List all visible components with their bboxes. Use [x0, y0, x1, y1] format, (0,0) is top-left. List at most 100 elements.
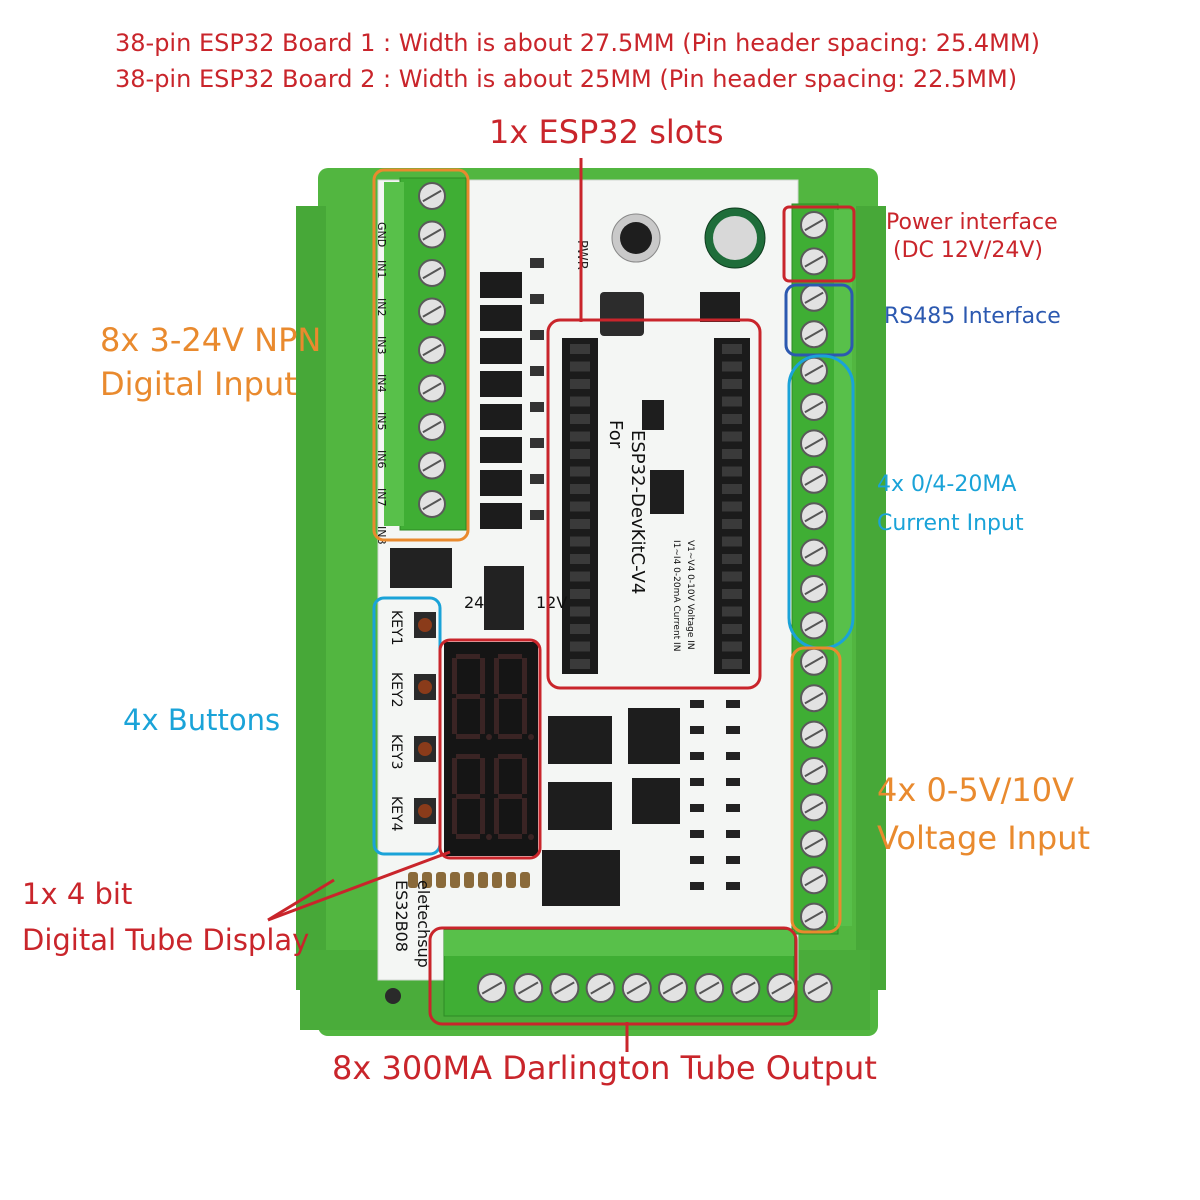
output-screw-terminal: [549, 973, 580, 1003]
output-label: 8x 300MA Darlington Tube Output: [332, 1049, 877, 1087]
right-screw-terminal: [800, 247, 828, 276]
input-screw-terminal: [418, 451, 446, 480]
esp32-socket: For ESP32-DevKitC-V4 I1~I4 0-20mA Curren…: [562, 338, 750, 674]
right-screw-terminal: [800, 538, 828, 567]
output-screw-terminal: [621, 973, 652, 1003]
input-pin-label: IN5: [375, 412, 388, 430]
esp32-slot-label: 1x ESP32 slots: [489, 113, 724, 151]
input-screw-terminal: [418, 182, 446, 210]
current-label-2: Current Input: [877, 511, 1024, 536]
display-label-1: 1x 4 bit: [22, 877, 133, 911]
input-pin-label: IN2: [375, 298, 388, 316]
right-screw-terminal: [800, 647, 828, 676]
right-screw-terminal: [800, 502, 828, 531]
display-leader-1: [267, 878, 335, 922]
digital-input-label-1: 8x 3-24V NPN: [100, 321, 322, 359]
display-label-2: Digital Tube Display: [22, 923, 310, 957]
buttons-label: 4x Buttons: [123, 703, 281, 737]
right-screw-terminal: [800, 902, 828, 931]
display-highlight-box: [438, 638, 542, 860]
current-label-1: 4x 0/4-20MA: [877, 472, 1017, 497]
input-pin-label: IN4: [375, 374, 388, 392]
model-label: ES32B08: [392, 880, 411, 952]
right-screw-terminal: [800, 393, 828, 421]
input-screw-terminal: [418, 220, 446, 249]
input-terminal-block: [384, 177, 467, 531]
input-screw-terminal: [418, 374, 446, 403]
input-screw-terminal: [418, 413, 446, 441]
optocoupler: [480, 338, 522, 364]
output-terminal-block: [443, 929, 833, 1017]
rs485-label: RS485 Interface: [884, 304, 1061, 329]
seven-segment-digit: [452, 754, 492, 840]
input-pin-label: IN7: [375, 488, 388, 506]
module-label-2: ESP32-DevKitC-V4: [627, 430, 648, 594]
right-screw-terminal: [800, 866, 828, 895]
right-screw-terminal: [800, 829, 828, 858]
module-note-1: I1~I4 0-20mA Current IN: [671, 540, 681, 651]
input-pin-label: IN6: [375, 450, 388, 468]
right-screw-terminal: [800, 320, 828, 349]
power-label-1: Power interface: [886, 210, 1058, 235]
key-label: KEY4: [388, 796, 404, 832]
optocouplers: [480, 258, 544, 529]
input-pin-label: IN1: [375, 260, 388, 278]
optocoupler: [480, 305, 522, 331]
output-screw-terminal: [766, 973, 797, 1003]
optocoupler: [480, 503, 522, 529]
input-screw-terminal: [418, 490, 446, 518]
header-line-2: 38-pin ESP32 Board 2 : Width is about 25…: [115, 65, 1018, 93]
output-screw-terminal: [658, 973, 688, 1003]
module-label-1: For: [605, 420, 626, 449]
input-pin-label: IN3: [375, 336, 388, 354]
right-screw-terminal: [800, 793, 828, 822]
seven-segment-digit: [494, 754, 534, 840]
right-screw-terminal: [800, 684, 828, 713]
input-screw-terminal: [418, 297, 446, 326]
right-screw-terminal: [800, 211, 828, 239]
jumper-12v-label: 12V: [536, 593, 567, 612]
display-leader-2: [267, 850, 451, 922]
voltage-label-2: Voltage Input: [877, 819, 1091, 857]
digital-input-label-2: Digital Input: [100, 365, 297, 403]
output-screw-terminal: [730, 973, 761, 1003]
output-screw-terminal: [802, 973, 833, 1003]
optocoupler: [480, 437, 522, 463]
optocoupler: [480, 470, 522, 496]
right-screw-terminal: [800, 356, 828, 385]
output-screw-terminal: [477, 973, 507, 1003]
input-screw-terminal: [418, 336, 446, 364]
voltage-highlight-box: [790, 646, 842, 934]
power-highlight-box: [782, 205, 856, 283]
smd-components: [408, 700, 740, 890]
key-label: KEY2: [388, 672, 404, 708]
output-screw-terminal: [585, 973, 616, 1003]
seven-segment-digit: [494, 654, 534, 740]
key-label: KEY3: [388, 734, 404, 770]
output-highlight-box: [428, 926, 798, 1026]
right-screw-terminal: [800, 465, 828, 494]
esp32-highlight-box: [546, 318, 762, 690]
brand-label: eletechsup: [414, 880, 433, 968]
right-screw-terminal: [800, 757, 828, 785]
right-screw-terminal: [800, 429, 828, 458]
right-screw-terminal: [800, 575, 828, 603]
power-label-2: (DC 12V/24V): [893, 238, 1043, 263]
right-terminal-block: [791, 203, 852, 935]
optocoupler: [480, 404, 522, 430]
right-screw-terminal: [800, 611, 828, 640]
optocoupler: [480, 371, 522, 397]
seven-segment-digit: [452, 654, 492, 740]
key-label: KEY1: [388, 610, 404, 646]
module-note-2: V1~V4 0-10V Voltage IN: [685, 540, 695, 650]
seven-segment-display: [444, 642, 538, 856]
input-screw-terminal: [418, 259, 446, 287]
input-highlight-box: [372, 168, 470, 542]
optocoupler: [480, 272, 522, 298]
output-screw-terminal: [694, 973, 725, 1003]
right-screw-terminal: [800, 720, 828, 749]
voltage-label-1: 4x 0-5V/10V: [877, 771, 1075, 809]
